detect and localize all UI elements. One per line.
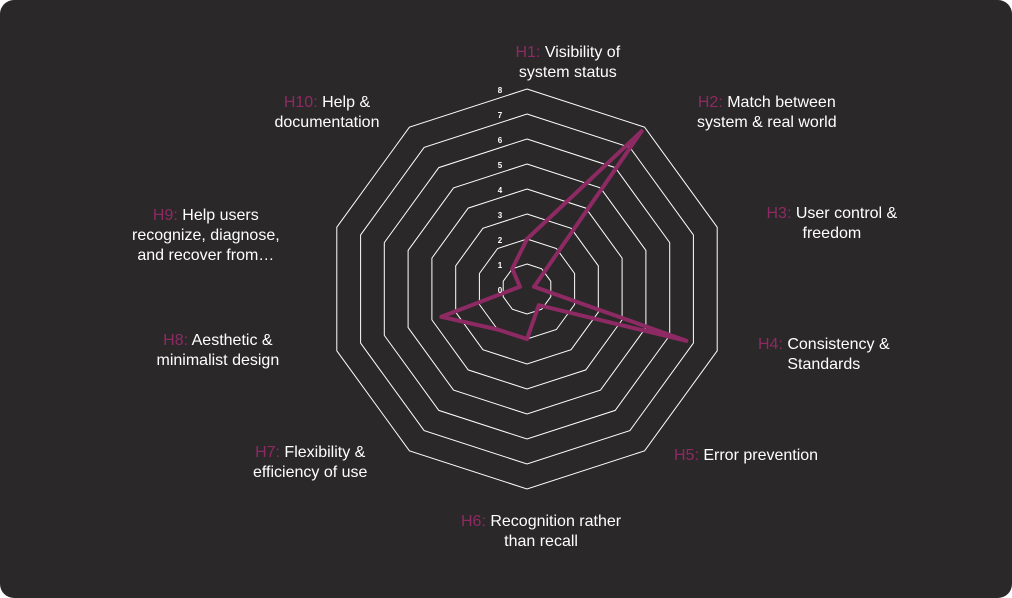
ring-label-0: 0: [498, 286, 503, 295]
data-point-h1: [525, 237, 529, 241]
ring-label-8: 8: [498, 86, 503, 95]
ring-label-1: 1: [498, 261, 503, 270]
data-point-h3: [532, 284, 537, 289]
axis-label-h2: H2: Match between system & real world: [697, 93, 837, 133]
axis-name: Flexibility & efficiency of use: [253, 444, 368, 481]
axis-code: H10:: [283, 94, 318, 111]
axis-name: Visibility of system status: [518, 44, 621, 81]
axis-label-h9: H9: Help users recognize, diagnose, and …: [132, 206, 280, 266]
axis-code: H1:: [515, 44, 541, 61]
ring-label-3: 3: [498, 211, 503, 220]
axis-code: H8:: [163, 332, 189, 349]
axis-label-h7: H7: Flexibility & efficiency of use: [253, 443, 367, 483]
axis-name: Recognition rather than recall: [490, 513, 622, 550]
axis-label-h10: H10: Help & documentation: [275, 93, 380, 133]
grid-ring-6: [383, 138, 671, 440]
ring-label-2: 2: [498, 236, 503, 245]
axis-code: H4:: [758, 336, 783, 353]
data-point-h2: [639, 129, 644, 134]
data-point-h6: [525, 337, 529, 341]
axis-name: User control & freedom: [795, 205, 898, 242]
axis-name: Aesthetic & minimalist design: [156, 332, 280, 369]
axis-name: Help & documentation: [274, 94, 380, 131]
axis-code: H6:: [461, 513, 486, 530]
axis-name: Error prevention: [698, 447, 819, 464]
ring-label-6: 6: [498, 136, 503, 145]
axis-label-h8: H8: Aesthetic & minimalist design: [157, 331, 280, 371]
axis-name: Match between system & real world: [697, 94, 837, 131]
ring-label-7: 7: [498, 111, 503, 120]
grid-ring-8: [336, 88, 718, 490]
data-point-h5: [536, 303, 541, 308]
axis-code: H5:: [674, 447, 699, 464]
data-point-h4: [684, 338, 689, 343]
axis-code: H2:: [697, 94, 723, 111]
axis-label-h5: H5: Error prevention: [674, 446, 818, 466]
axis-label-h1: H1: Visibility of system status: [516, 43, 621, 83]
grid-ring-5: [407, 163, 647, 415]
axis-label-h3: H3: User control & freedom: [767, 204, 898, 244]
series-line: [439, 129, 689, 343]
grid-ring-7: [360, 113, 694, 465]
data-point-h8: [439, 314, 444, 319]
grid-ring-2: [478, 238, 576, 340]
axis-code: H3:: [766, 205, 792, 222]
axis-code: H7:: [255, 444, 280, 461]
axis-label-h4: H4: Consistency & Standards: [758, 335, 890, 375]
data-point-h7: [495, 327, 500, 332]
data-point-h10: [510, 266, 515, 271]
axis-code: H9:: [152, 207, 178, 224]
axis-label-h6: H6: Recognition rather than recall: [461, 512, 621, 552]
grid-ring-1: [502, 263, 552, 315]
grid-ring-3: [455, 213, 599, 365]
grid-ring-4: [431, 188, 623, 390]
ring-label-4: 4: [498, 186, 503, 195]
axis-name: Consistency & Standards: [787, 336, 890, 373]
axis-name: Help users recognize, diagnose, and reco…: [132, 207, 280, 264]
data-point-h9: [517, 284, 522, 289]
ring-label-5: 5: [498, 161, 503, 170]
